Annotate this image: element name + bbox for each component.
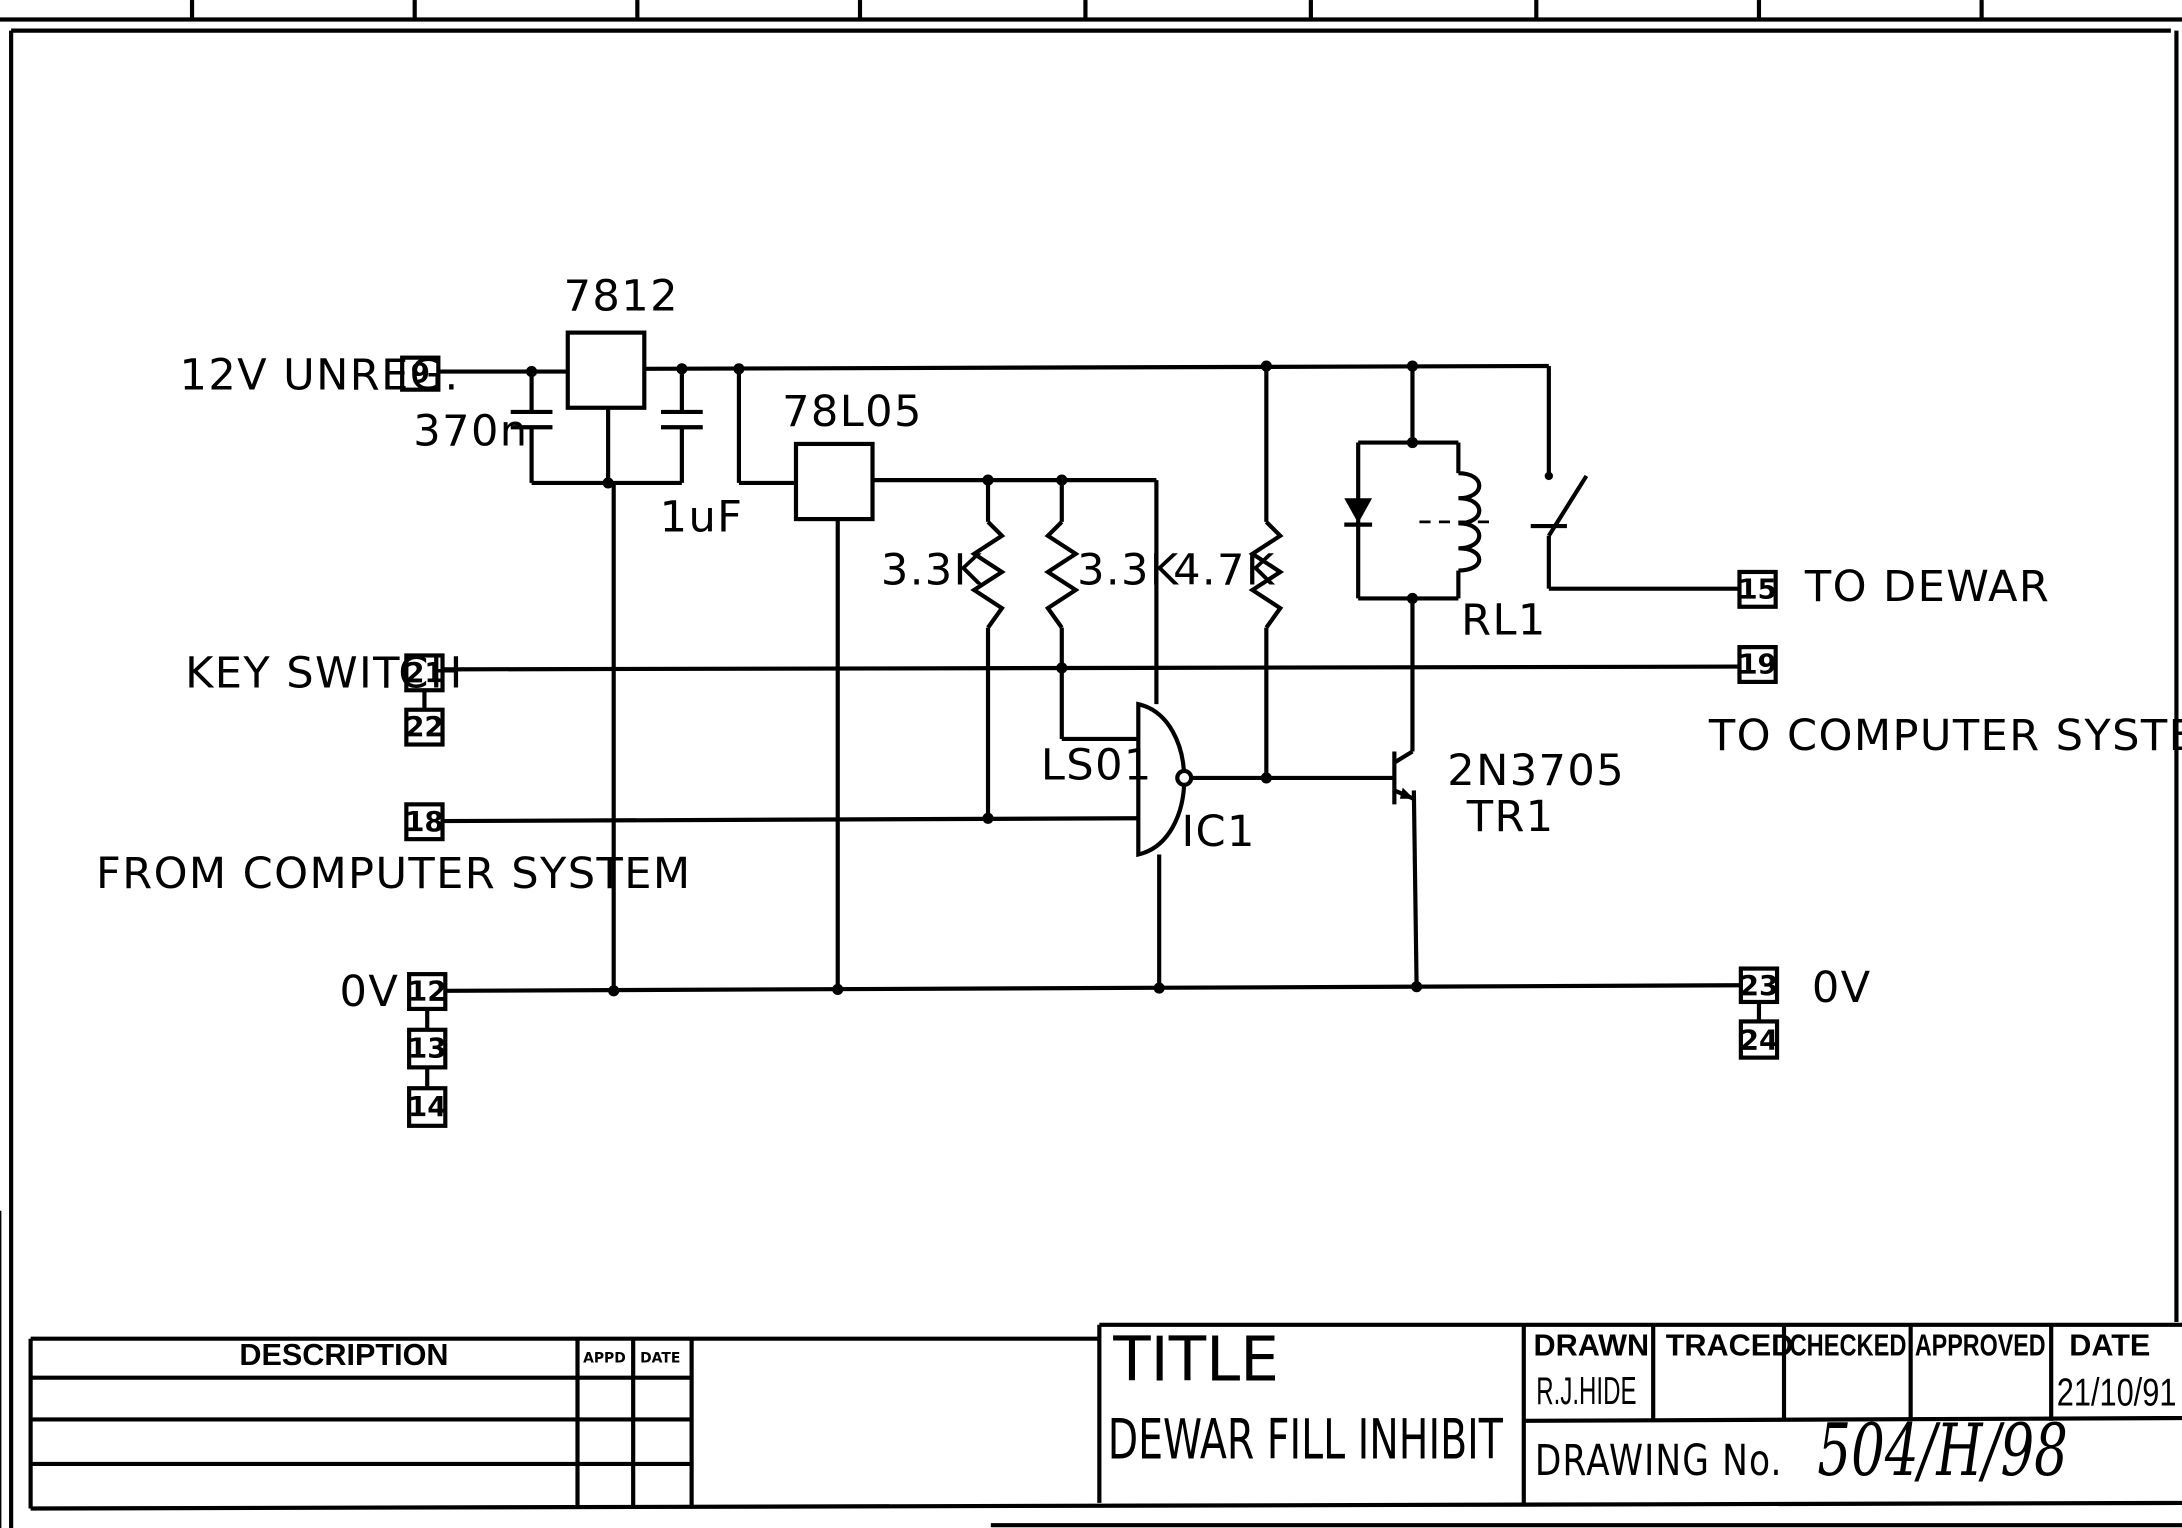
nand-gate-ic1: LS01 IC1	[1041, 701, 1255, 857]
relay-label: RL1	[1461, 596, 1547, 646]
relay-rl1: RL1	[1344, 471, 1589, 646]
label-from-computer: FROM COMPUTER SYSTEM	[96, 849, 691, 899]
label-to-dewar: TO DEWAR	[1804, 562, 2050, 612]
drawing-number: 504/H/98	[1817, 1409, 2067, 1493]
label-12v-unreg: 12V UNREG.	[180, 351, 460, 401]
pin-21: 21	[404, 653, 445, 693]
pin-13: 13	[407, 1027, 448, 1070]
junction-dots	[526, 360, 1423, 997]
regulator-78l05: 78L05	[782, 387, 923, 522]
title-label: TITLE	[1112, 1324, 1279, 1395]
svg-text:13: 13	[408, 1032, 447, 1065]
svg-text:14: 14	[408, 1090, 447, 1123]
drawing-no-label: DRAWING No.	[1535, 1436, 1783, 1486]
resistor-r3-label: 4.7K	[1173, 545, 1276, 595]
resistor-r2: 3.3K	[1044, 520, 1180, 629]
label-0v-right: 0V	[1812, 963, 1872, 1013]
regulator-7812: 7812	[564, 271, 679, 410]
title-block: DESCRIPTION APPD DATE TITLE DEWAR FILL I…	[28, 1322, 2182, 1511]
transistor-tr1: 2N3705 TR1	[1392, 746, 1625, 842]
wiring	[422, 363, 1762, 1089]
svg-text:19: 19	[1738, 648, 1777, 681]
transistor-type-label: 2N3705	[1447, 746, 1625, 796]
resistor-r1: 3.3K	[881, 520, 1006, 629]
capacitor-370n: 370n	[413, 406, 553, 456]
resistor-r3: 4.7K	[1173, 520, 1285, 629]
pin-19: 19	[1737, 645, 1778, 684]
drawing-title: DEWAR FILL INHIBIT	[1108, 1407, 1504, 1472]
capacitor-1uf: 1uF	[660, 409, 744, 543]
date-label: DATE	[2069, 1328, 2150, 1362]
drawn-label: DRAWN	[1534, 1328, 1650, 1362]
svg-text:22: 22	[405, 710, 444, 743]
date-header-small: DATE	[640, 1350, 680, 1366]
date-value: 21/10/91	[2057, 1372, 2177, 1415]
signal-labels: 12V UNREG. KEY SWITCH FROM COMPUTER SYST…	[96, 351, 2182, 1017]
svg-text:18: 18	[405, 805, 444, 838]
pin-9: 9	[400, 355, 441, 392]
pin-18: 18	[404, 802, 445, 842]
label-to-computer: TO COMPUTER SYSTEM	[1708, 711, 2182, 761]
resistor-r1-label: 3.3K	[881, 545, 984, 595]
svg-text:21: 21	[405, 656, 444, 689]
pin-15: 15	[1737, 569, 1778, 609]
transistor-ref-label: TR1	[1466, 792, 1555, 842]
regulator-7812-label: 7812	[564, 271, 679, 321]
pin-24: 24	[1738, 1019, 1780, 1060]
drawn-by: R.J.HIDE	[1536, 1370, 1636, 1413]
svg-text:9: 9	[411, 357, 430, 390]
capacitor-370n-label: 370n	[413, 406, 528, 456]
pin-22: 22	[404, 707, 445, 747]
svg-text:12: 12	[408, 975, 447, 1008]
pin-14: 14	[407, 1086, 448, 1128]
pin-23: 23	[1738, 966, 1780, 1005]
gate-ref-label: IC1	[1181, 807, 1255, 857]
appd-header: APPD	[583, 1350, 626, 1366]
label-key-switch: KEY SWITCH	[185, 648, 464, 698]
svg-text:24: 24	[1740, 1023, 1779, 1056]
checked-label: CHECKED	[1790, 1328, 1907, 1362]
capacitor-1uf-label: 1uF	[660, 493, 744, 543]
svg-text:15: 15	[1738, 572, 1777, 605]
regulator-78l05-label: 78L05	[782, 387, 923, 437]
traced-label: TRACED	[1666, 1328, 1794, 1362]
svg-text:23: 23	[1740, 969, 1779, 1002]
pin-12: 12	[407, 972, 448, 1012]
description-header: DESCRIPTION	[239, 1338, 448, 1372]
connector-pins: 9 21 22 18 12 13 14 15	[400, 355, 1780, 1128]
gate-type-label: LS01	[1041, 740, 1153, 790]
approved-label: APPROVED	[1915, 1328, 2046, 1362]
resistor-r2-label: 3.3K	[1077, 545, 1180, 595]
label-0v-left: 0V	[340, 967, 400, 1017]
